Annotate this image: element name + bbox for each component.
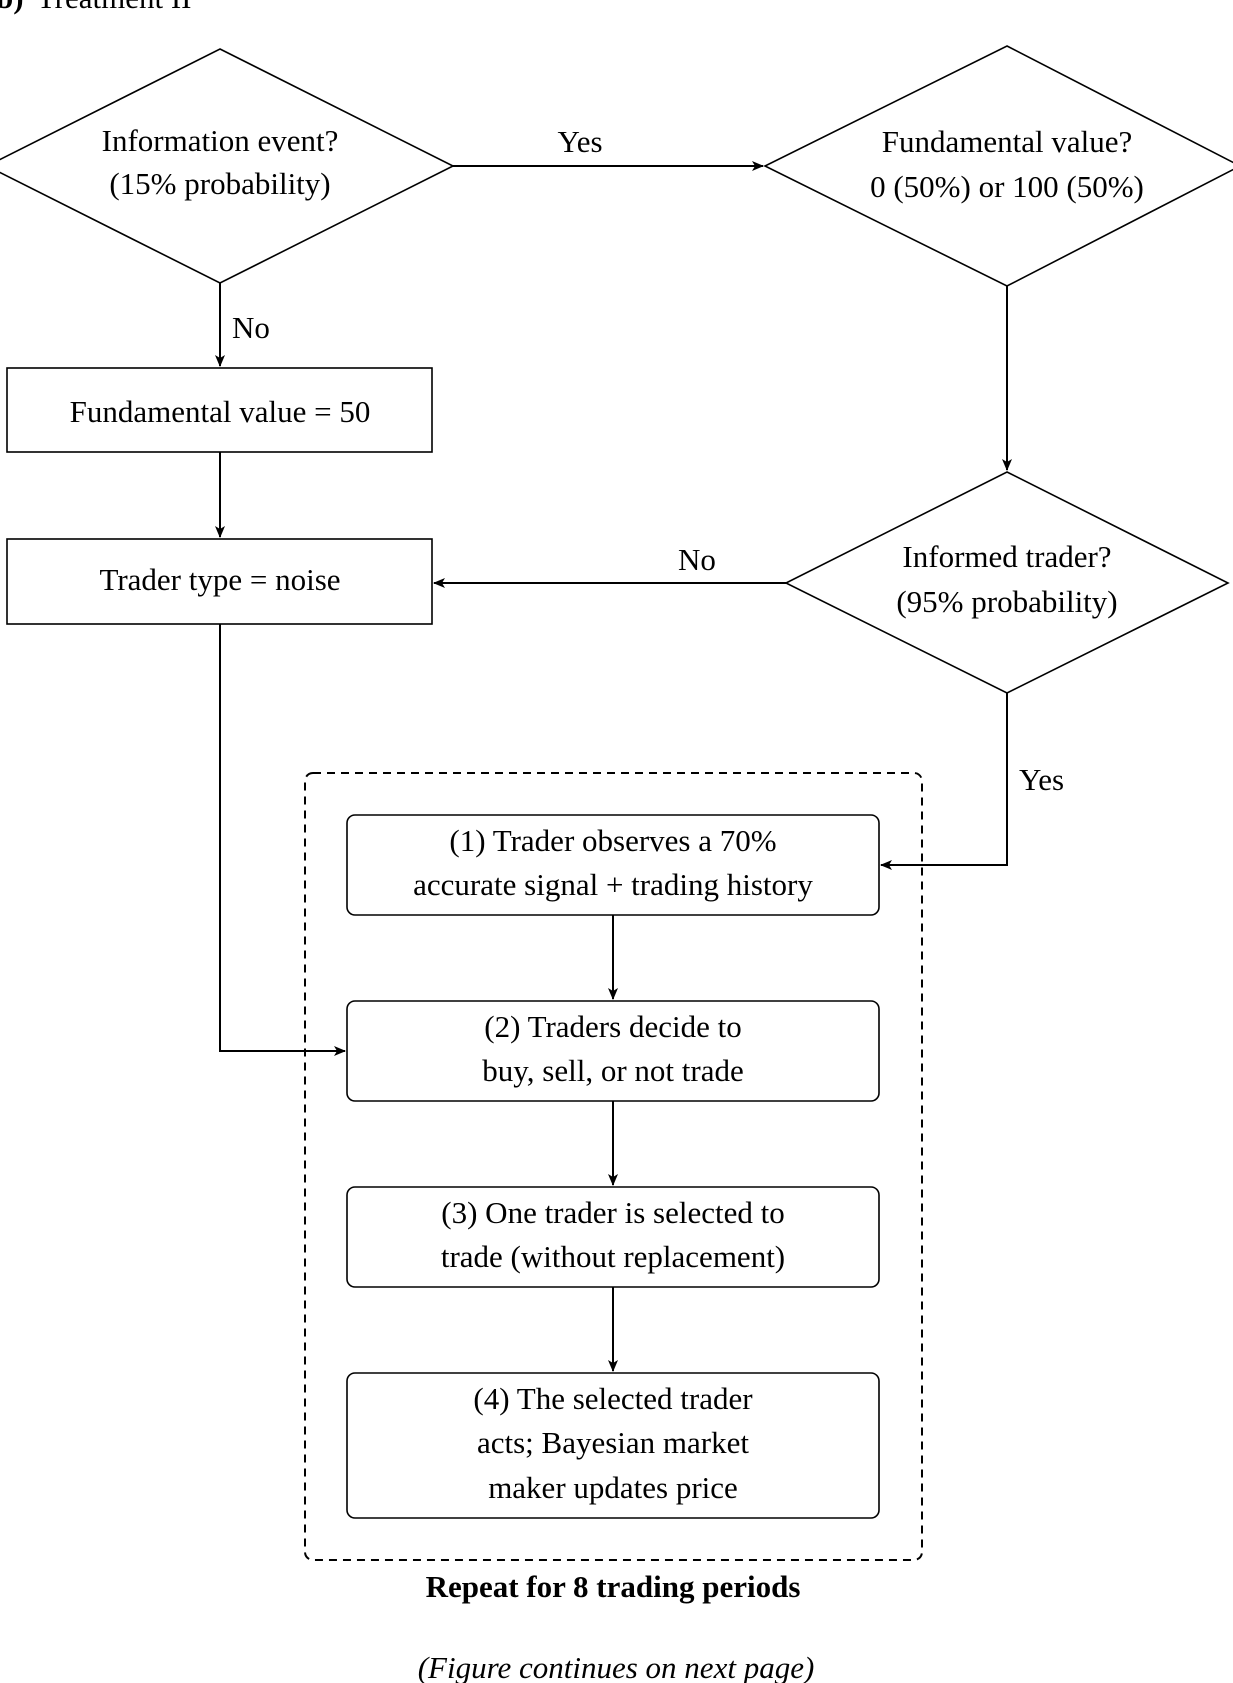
decision-informed-trader: Informed trader? (95% probability) [784,471,1230,694]
informed-trader-line1: Informed trader? [902,539,1111,574]
figure-label-title: Treatment II [37,0,192,15]
label-info-yes: Yes [557,124,602,159]
step1-line2: accurate signal + trading history [413,867,813,902]
footer-note: (Figure continues on next page) [418,1650,815,1683]
step3-line2: trade (without replacement) [441,1239,785,1274]
info-event-line2: (15% probability) [109,166,330,201]
step2-line1: (2) Traders decide to [484,1009,741,1044]
step1-line1: (1) Trader observes a 70% [449,823,776,858]
figure-label: b) Treatment II [0,0,191,15]
fund-value-q-line2: 0 (50%) or 100 (50%) [870,169,1144,204]
step-4-box: (4) The selected trader acts; Bayesian m… [346,1372,880,1519]
step4-line1: (4) The selected trader [473,1381,753,1416]
step3-line1: (3) One trader is selected to [441,1195,784,1230]
loop-caption: Repeat for 8 trading periods [426,1569,801,1604]
step-2-box: (2) Traders decide to buy, sell, or not … [346,1000,880,1102]
step4-line2: acts; Bayesian market [477,1425,749,1460]
label-informed-no: No [678,542,716,577]
loop-region [304,772,923,1561]
informed-trader-line2: (95% probability) [896,584,1117,619]
decision-information-event: Information event? (15% probability) [0,48,455,284]
connectors [215,161,1012,1372]
box-fundamental-value-50: Fundamental value = 50 [6,367,433,453]
box-trader-type-noise: Trader type = noise [6,538,433,625]
fund-value-q-line1: Fundamental value? [882,124,1133,159]
step2-line2: buy, sell, or not trade [482,1053,743,1088]
trader-noise-text: Trader type = noise [99,562,340,597]
edge-noise-to-step2 [219,624,346,1056]
fund-value-50-text: Fundamental value = 50 [70,394,371,429]
step4-line3: maker updates price [488,1470,738,1505]
edge-informed-yes [880,693,1008,870]
label-info-no: No [232,310,270,345]
label-informed-yes: Yes [1019,762,1064,797]
step-3-box: (3) One trader is selected to trade (wit… [346,1186,880,1288]
info-event-line1: Information event? [102,123,339,158]
step-1-box: (1) Trader observes a 70% accurate signa… [346,814,880,916]
figure-label-number: b) [0,0,24,15]
decision-fundamental-value: Fundamental value? 0 (50%) or 100 (50%) [763,45,1233,287]
